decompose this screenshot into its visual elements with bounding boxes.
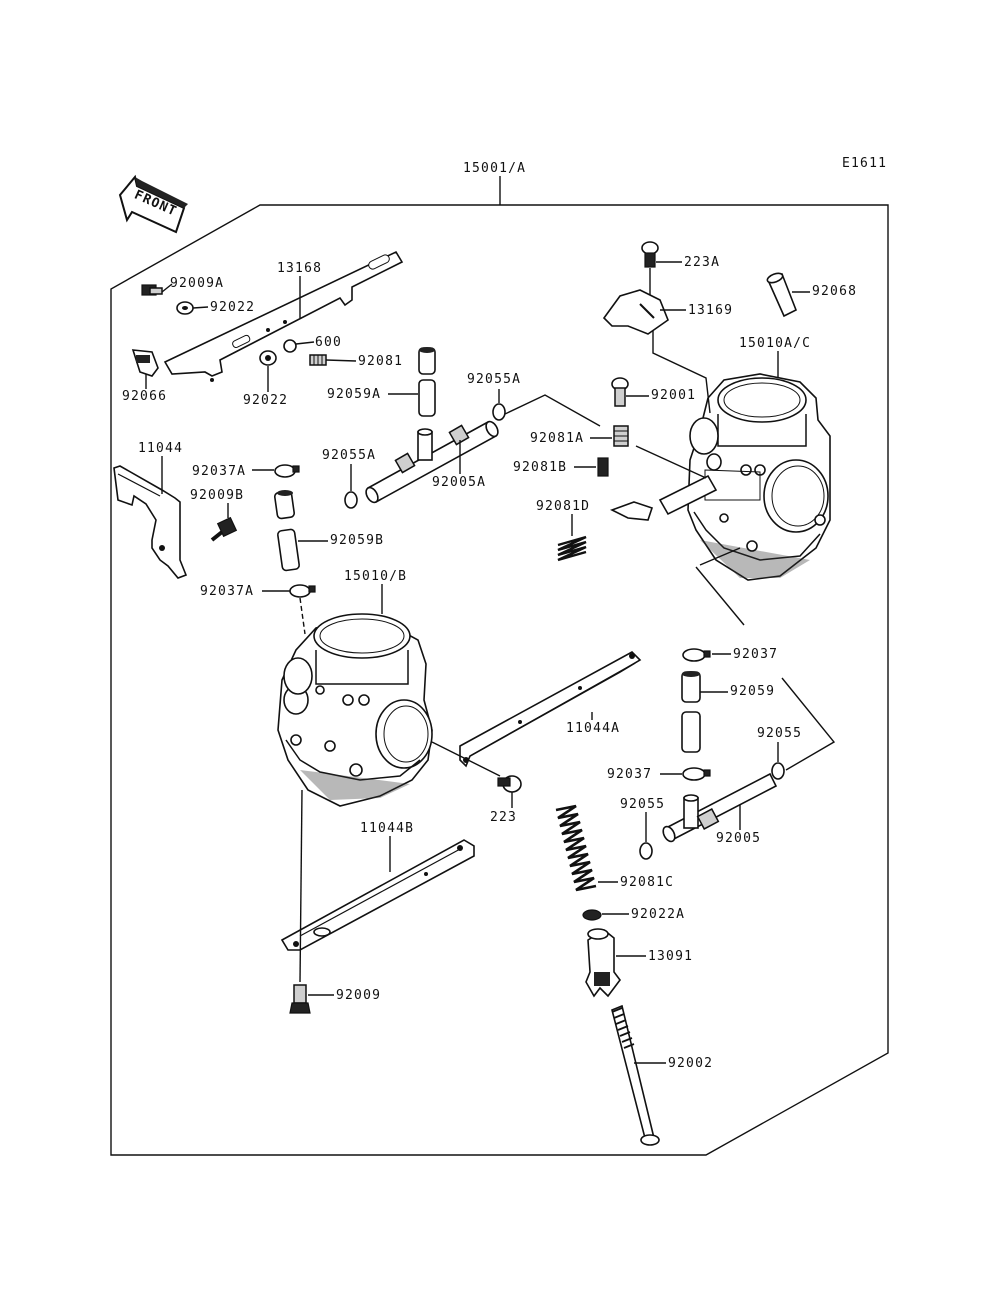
- oring-92055a-top: [492, 403, 506, 421]
- tube-92059b: [273, 490, 300, 572]
- leader-13169: [652, 330, 711, 414]
- label-92059a: 92059A: [327, 387, 381, 402]
- assembly-label: 15001/A: [463, 161, 526, 176]
- label-92005: 92005: [716, 831, 761, 846]
- label-92066: 92066: [122, 389, 167, 404]
- label-92081b: 92081B: [513, 460, 567, 475]
- label-92068: 92068: [812, 284, 857, 299]
- label-92009: 92009: [336, 988, 381, 1003]
- screw-92009a: [141, 284, 163, 296]
- label-92055-mid: 92055: [620, 797, 665, 812]
- diagram-code: E1611: [842, 156, 887, 171]
- label-92037-right: 92037: [733, 647, 778, 662]
- clamp-92037-mid: [682, 767, 711, 781]
- front-arrow-icon: FRONT: [118, 174, 188, 234]
- label-92037a-bottom: 92037A: [200, 584, 254, 599]
- spring-92081a: [613, 425, 629, 447]
- spring-92081: [309, 354, 327, 366]
- fuel-pipe-92005: [662, 772, 778, 843]
- spring-92081c: [555, 804, 597, 892]
- label-92001: 92001: [651, 388, 696, 403]
- spring-92081b: [597, 457, 609, 477]
- label-223a: 223A: [684, 255, 720, 270]
- label-13169: 13169: [688, 303, 733, 318]
- label-92037-mid: 92037: [607, 767, 652, 782]
- bracket-13168: [163, 250, 404, 382]
- washer-92022a: [582, 909, 602, 921]
- label-92081c: 92081C: [620, 875, 674, 890]
- label-92081d: 92081D: [536, 499, 590, 514]
- label-92055a-top: 92055A: [467, 372, 521, 387]
- label-92009a: 92009A: [170, 276, 224, 291]
- tube-92059a: [418, 347, 436, 417]
- bracket-11044a: [459, 651, 642, 768]
- label-92037a-top: 92037A: [192, 464, 246, 479]
- label-92081: 92081: [358, 354, 403, 369]
- spring-92081d: [557, 535, 587, 562]
- oring-92055-right: [771, 762, 785, 780]
- cap-92068: [766, 272, 798, 318]
- bracket-11044: [113, 465, 188, 579]
- label-13091: 13091: [648, 949, 693, 964]
- label-11044a: 11044A: [566, 721, 620, 736]
- label-92055a-left: 92055A: [322, 448, 376, 463]
- screw-92001: [611, 377, 629, 407]
- clamp-92037a-bottom: [289, 584, 316, 598]
- assembly-frame: [110, 204, 889, 1156]
- label-92055-right: 92055: [757, 726, 802, 741]
- label-223: 223: [490, 810, 517, 825]
- label-92005a: 92005A: [432, 475, 486, 490]
- label-15010a-c: 15010A/C: [739, 336, 811, 351]
- label-92022a: 92022A: [631, 907, 685, 922]
- label-11044: 11044: [138, 441, 183, 456]
- label-92081a: 92081A: [530, 431, 584, 446]
- tube-92059-right: [681, 671, 701, 753]
- label-92059b: 92059B: [330, 533, 384, 548]
- clamp-92037-right: [682, 648, 711, 662]
- screw-92002: [611, 1004, 660, 1146]
- fuel-pipe-92005a: [365, 420, 499, 504]
- throttle-shaft: [609, 445, 722, 521]
- label-11044b: 11044B: [360, 821, 414, 836]
- clip-92066: [131, 349, 159, 377]
- lever-13169: [602, 289, 669, 335]
- ball-600: [283, 339, 297, 353]
- label-92022-bottom: 92022: [243, 393, 288, 408]
- label-600: 600: [315, 335, 342, 350]
- oring-92055-mid: [639, 842, 653, 860]
- screw-92009: [289, 984, 311, 1014]
- adjuster-13091: [585, 928, 621, 998]
- carburetor-15010-b: [277, 613, 433, 807]
- clamp-92037a-top: [274, 464, 300, 478]
- carburetor-15010a-c: [687, 373, 831, 581]
- screw-223: [497, 775, 522, 793]
- label-92009b: 92009B: [190, 488, 244, 503]
- screw-92009b: [210, 516, 238, 542]
- label-13168: 13168: [277, 261, 322, 276]
- label-15010-b: 15010/B: [344, 569, 407, 584]
- label-92002: 92002: [668, 1056, 713, 1071]
- label-92022-top: 92022: [210, 300, 255, 315]
- label-92059-right: 92059: [730, 684, 775, 699]
- oring-92055a-left: [344, 491, 358, 509]
- bracket-11044b: [280, 839, 475, 951]
- screw-223a: [641, 241, 659, 268]
